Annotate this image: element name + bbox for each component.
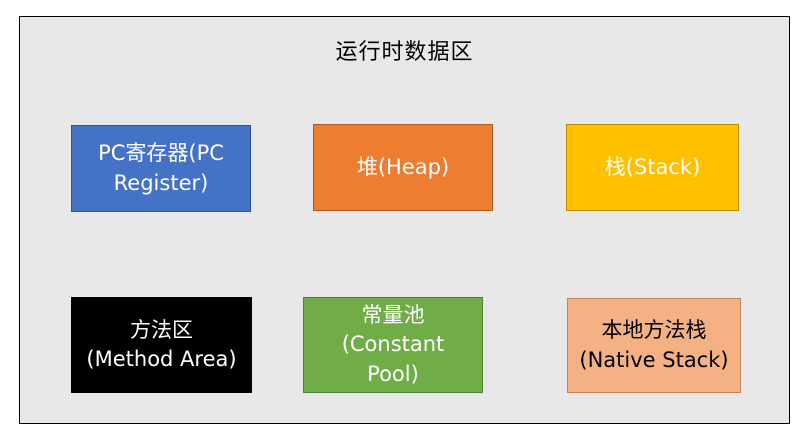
heap-block: 堆(Heap) — [313, 124, 493, 211]
stack-label: 栈(Stack) — [604, 154, 701, 179]
stack-block: 栈(Stack) — [566, 124, 739, 211]
heap-label: 堆(Heap) — [356, 154, 450, 179]
native-stack-block: 本地方法栈 (Native Stack) — [567, 298, 741, 393]
constant-pool-block: 常量池 (Constant Pool) — [303, 297, 483, 393]
method-area-block: 方法区 (Method Area) — [71, 297, 252, 393]
runtime-data-area: 运行时数据区 PC寄存器(PC Register) 堆(Heap) 栈(Stac… — [19, 16, 790, 424]
method-area-label: 方法区 (Method Area) — [86, 317, 237, 371]
pc-register-label: PC寄存器(PC Register) — [98, 141, 224, 195]
diagram-title: 运行时数据区 — [335, 40, 474, 65]
pc-register-block: PC寄存器(PC Register) — [71, 125, 251, 212]
constant-pool-label: 常量池 (Constant Pool) — [341, 302, 445, 386]
native-stack-label: 本地方法栈 (Native Stack) — [579, 318, 729, 372]
